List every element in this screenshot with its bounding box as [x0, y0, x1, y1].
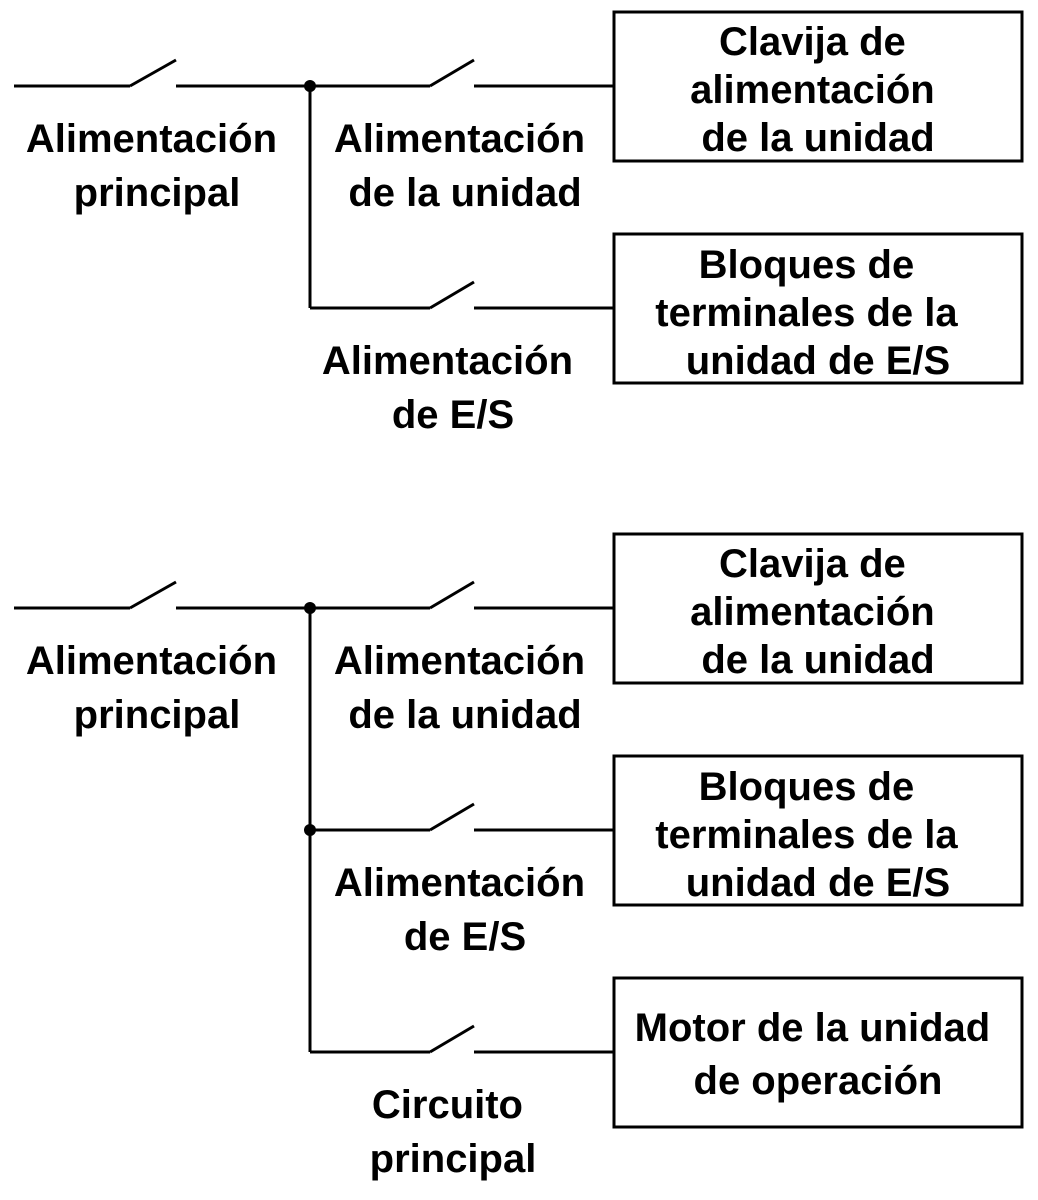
- unit-plug-box: [612, 532, 1024, 685]
- main-power-label: Alimentación principal: [26, 639, 288, 737]
- io-power-switch: [310, 280, 614, 310]
- diagram-1: Alimentación principal Alimentación de l…: [14, 10, 1024, 437]
- io-power-switch: [310, 802, 614, 832]
- operation-motor-box: [612, 976, 1024, 1129]
- io-terminals-label: Bloques de terminales de la unidad de E/…: [655, 765, 969, 905]
- unit-power-switch: [310, 58, 614, 88]
- operation-motor-label: Motor de la unidad de operación: [635, 1006, 1002, 1103]
- io-terminals-box: [612, 232, 1024, 385]
- io-power-label: Alimentación de E/S: [322, 339, 584, 437]
- unit-power-label: Alimentación de la unidad: [334, 639, 596, 737]
- unit-plug-label: Clavija de alimentación de la unidad: [690, 542, 946, 682]
- main-circuit-label: Circuito principal: [370, 1083, 537, 1181]
- unit-plug-box: [612, 10, 1024, 163]
- unit-plug-label: Clavija de alimentación de la unidad: [690, 20, 946, 160]
- main-power-switch: [14, 58, 310, 88]
- io-power-label: Alimentación de E/S: [334, 861, 596, 959]
- diagram-2: Alimentación principal Alimentación de l…: [14, 532, 1024, 1181]
- unit-power-label: Alimentación de la unidad: [334, 117, 596, 215]
- unit-power-switch: [310, 580, 614, 610]
- io-terminals-label: Bloques de terminales de la unidad de E/…: [655, 243, 969, 383]
- io-terminals-box: [612, 754, 1024, 907]
- main-power-switch: [14, 580, 310, 610]
- main-circuit-switch: [310, 1024, 614, 1054]
- main-power-label: Alimentación principal: [26, 117, 288, 215]
